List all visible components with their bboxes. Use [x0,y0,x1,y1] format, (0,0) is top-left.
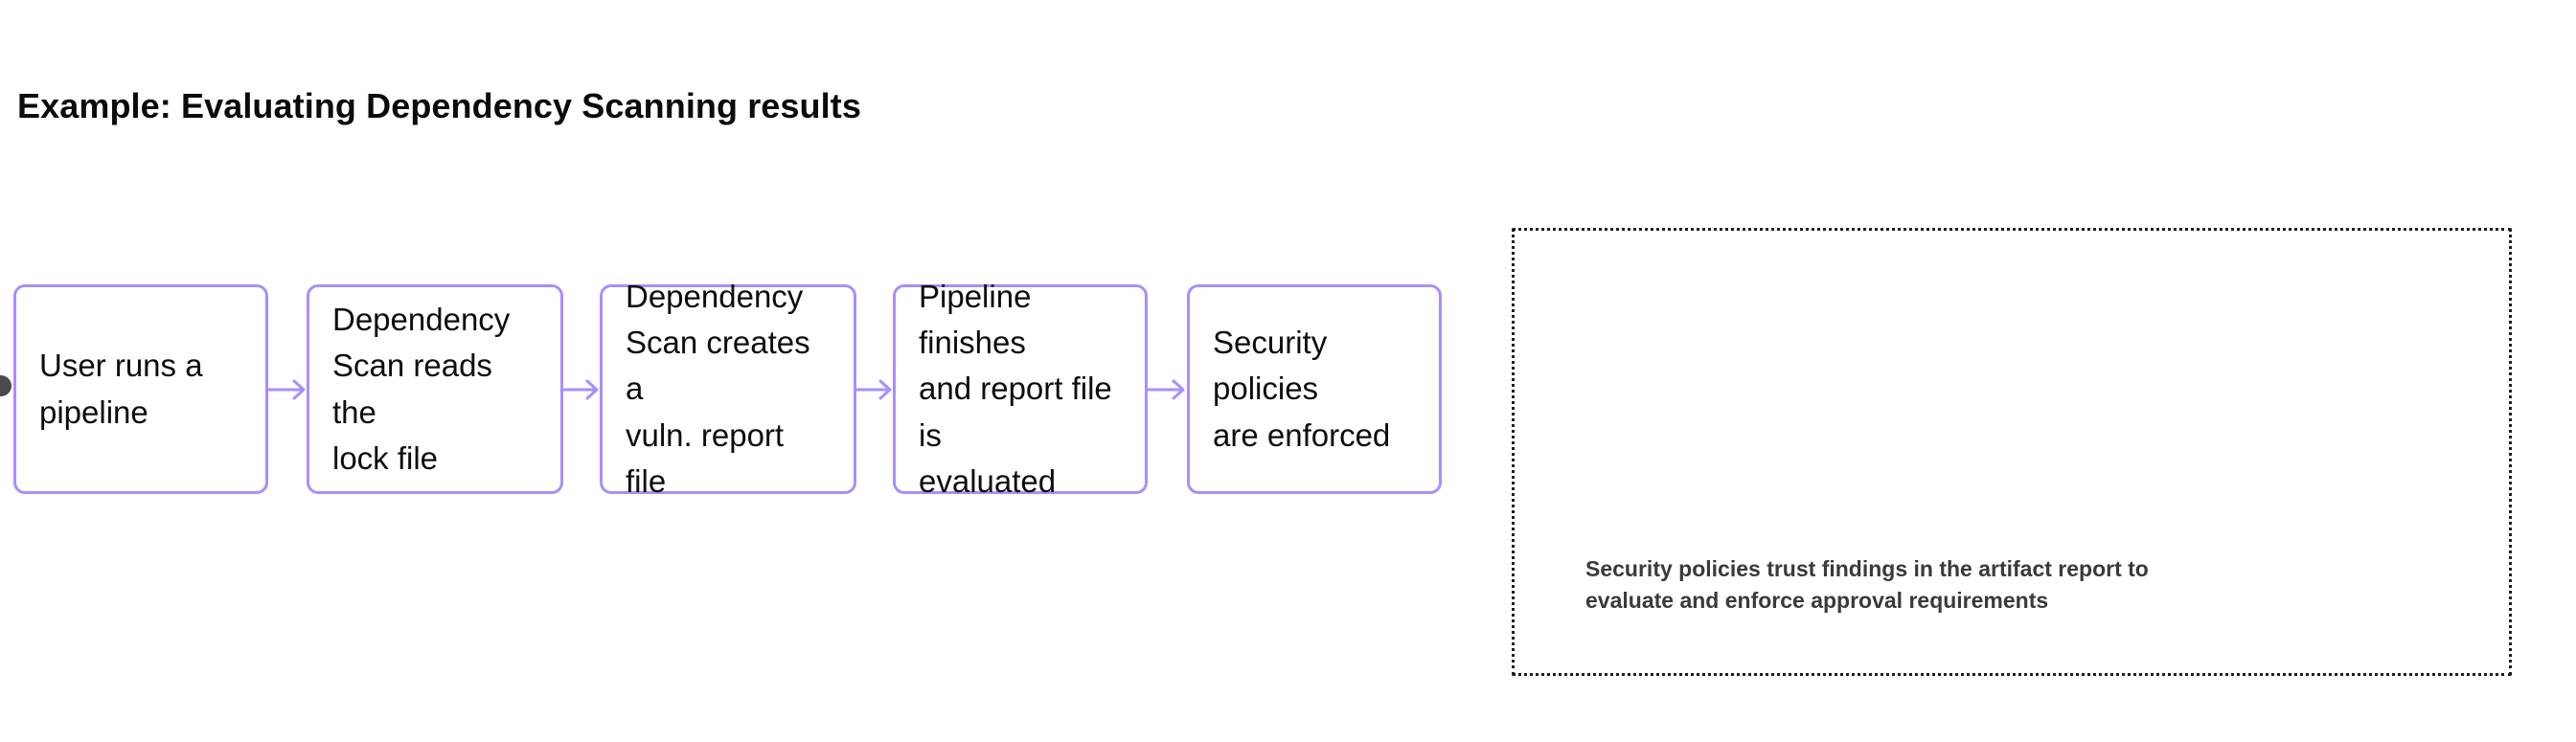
flow-node-dependency-scan-creates[interactable]: Dependency Scan creates a vuln. report f… [600,279,856,499]
security-policy-group-container [1512,228,2512,676]
arrow-right-icon [855,379,892,400]
flow-node-label: User runs a pipeline [39,348,203,430]
arrow-right-icon [1148,379,1185,400]
group-caption: Security policies trust findings in the … [1585,556,2149,613]
connector-arrow-1 [268,370,310,410]
flow-node-label: Dependency Scan reads the lock file [332,302,511,476]
arrow-right-icon [268,379,306,400]
flow-node-pipeline-finishes[interactable]: Pipeline finishes and report file is eva… [893,279,1148,499]
flow-node-security-policies[interactable]: Security policies are enforced [1187,284,1442,494]
flow-node-label: Pipeline finishes and report file is eva… [919,279,1112,499]
connector-arrow-2 [561,370,604,410]
connector-arrow-4 [1148,370,1190,410]
source-handle-dot[interactable] [0,375,11,396]
flow-node-label: Dependency Scan creates a vuln. report f… [626,279,810,499]
flow-node-dependency-scan-reads[interactable]: Dependency Scan reads the lock file [307,284,563,494]
arrow-right-icon [561,379,599,400]
flow-node-user-runs-pipeline[interactable]: User runs a pipeline [13,284,268,494]
page-title: Example: Evaluating Dependency Scanning … [17,86,861,125]
flow-node-label: Security policies are enforced [1213,325,1391,453]
connector-arrow-3 [855,370,897,410]
